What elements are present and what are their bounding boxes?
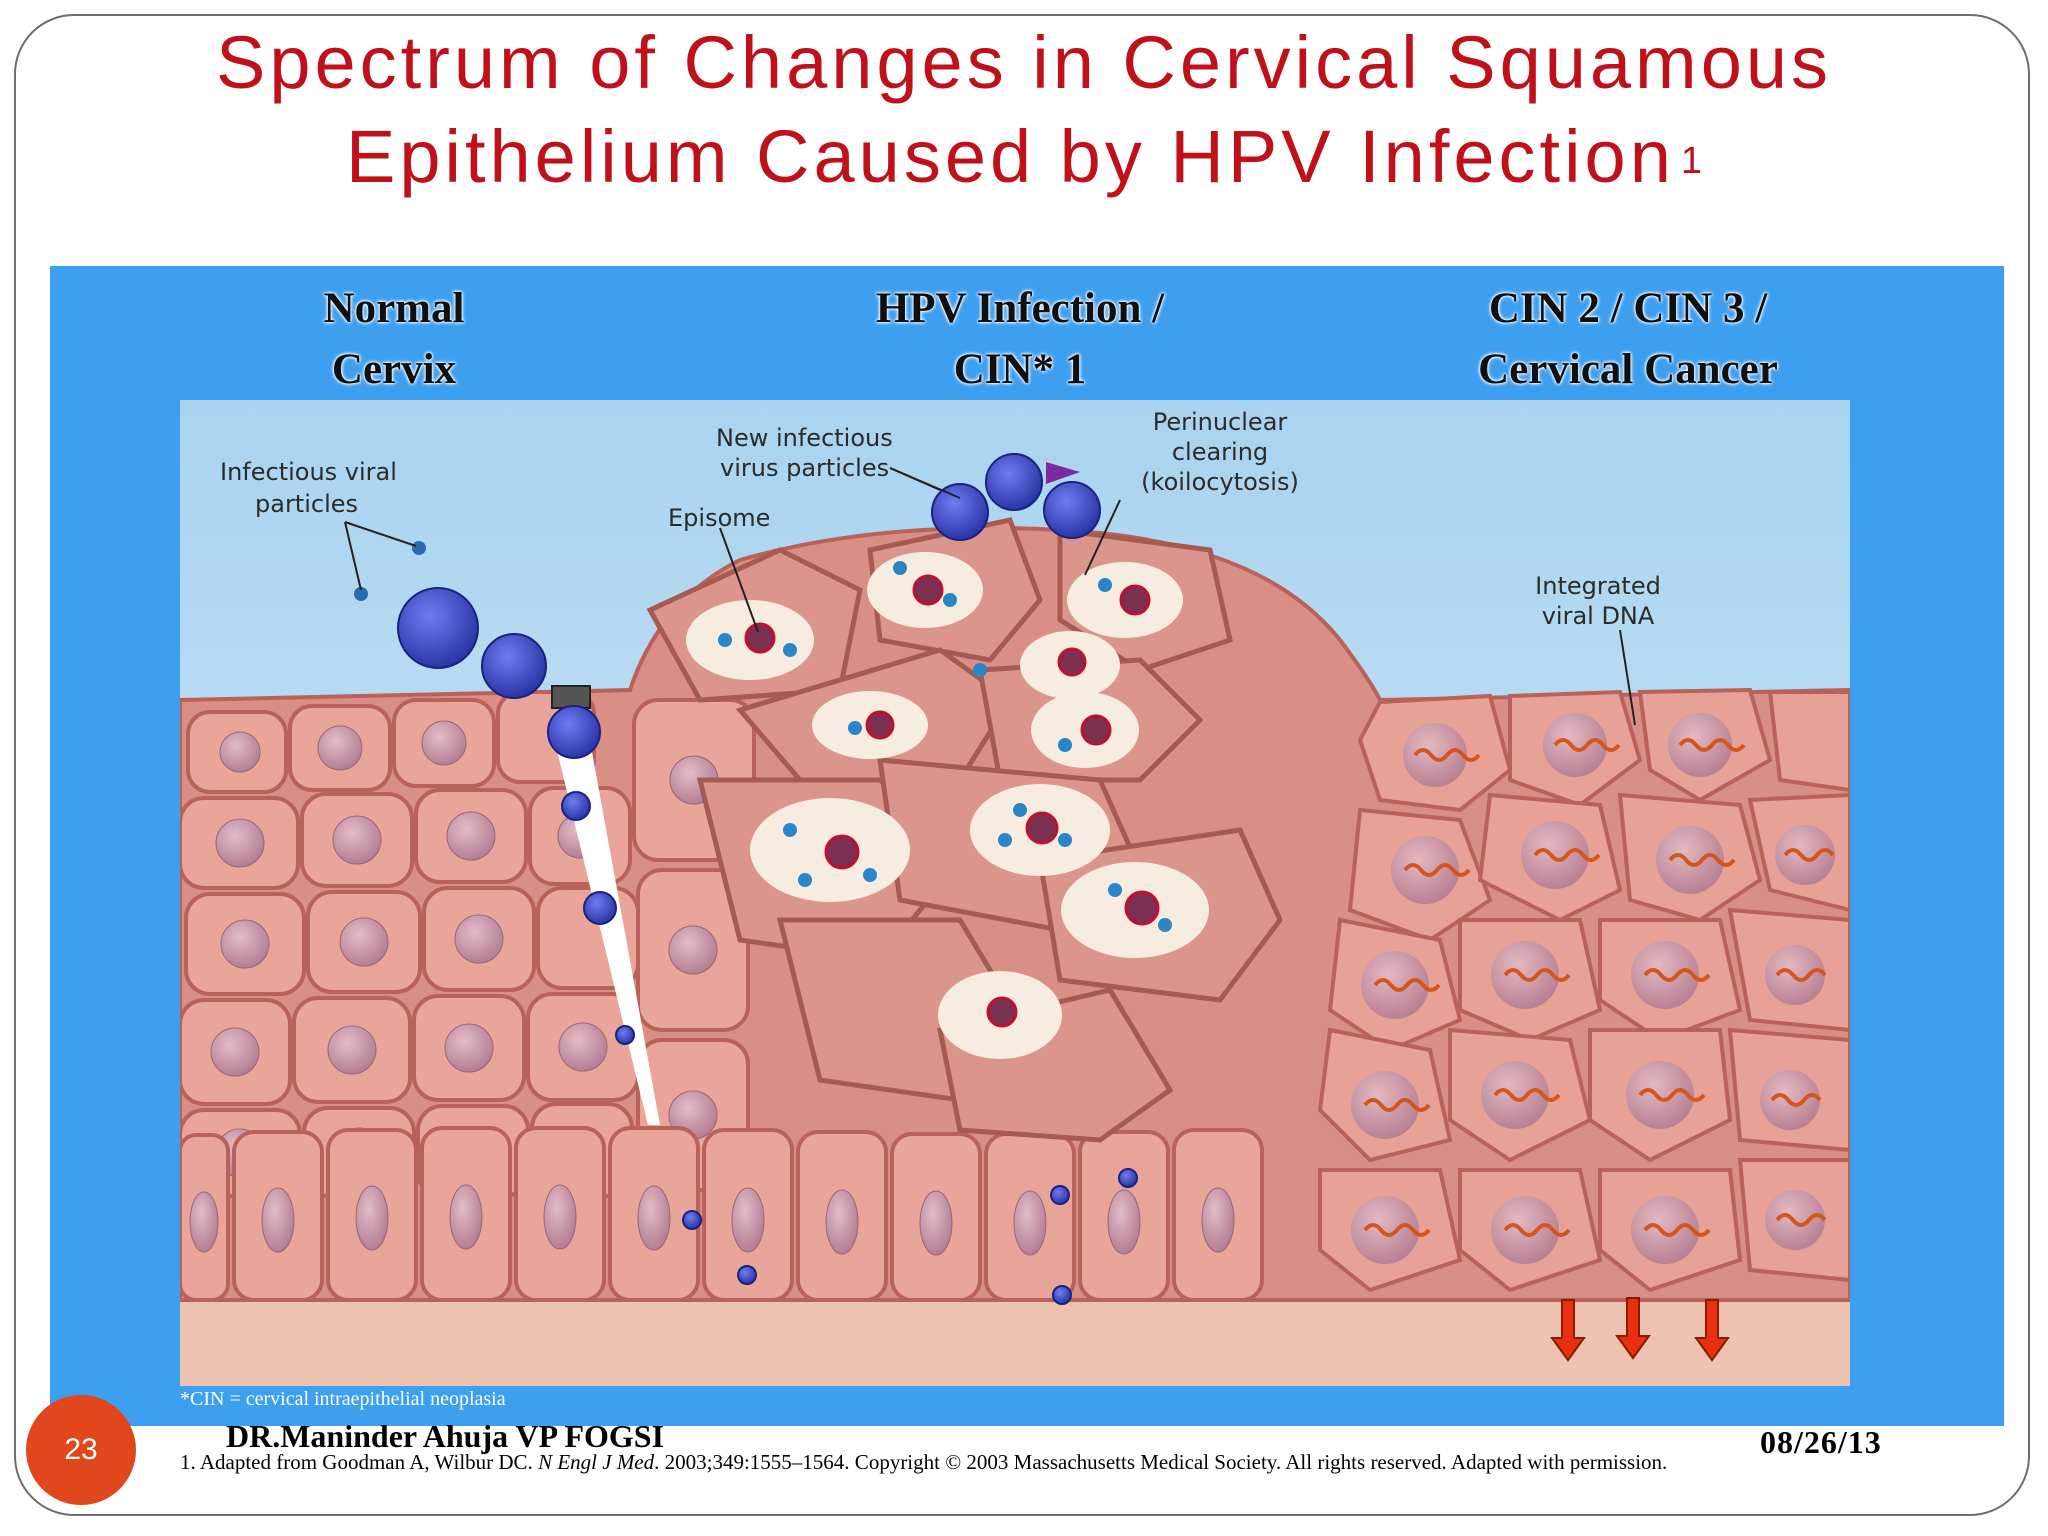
cin-footnote: *CIN = cervical intraepithelial neoplasi… [180, 1388, 506, 1410]
leader-lines [344, 467, 1636, 726]
label-infectious-line1: Infectious viral [220, 458, 397, 486]
wound-entry [551, 685, 591, 709]
column-heading-cancer: CIN 2 / CIN 3 / Cervical Cancer [1368, 278, 1888, 400]
label-infectious-line2: particles [255, 490, 358, 518]
viral-particles-small [354, 541, 426, 601]
virus-particle-icon [397, 453, 1138, 1305]
label-perinuclear-line2: clearing [1172, 438, 1268, 466]
label-perinuclear-line1: Perinuclear [1153, 408, 1288, 436]
title-text-1: Spectrum of Changes in Cervical Squamous [215, 21, 1833, 104]
stroma [180, 1300, 1850, 1386]
release-arrow-icon [1046, 462, 1080, 484]
episome-dots [718, 561, 1172, 932]
label-perinuclear-line3: (koilocytosis) [1141, 468, 1299, 496]
column-heading-line: HPV Infection / [875, 285, 1165, 332]
slide-title-line1: Spectrum of Changes in Cervical Squamous [0, 18, 2048, 108]
column-heading-line: Cervical Cancer [1478, 346, 1778, 393]
down-arrow-icon [1550, 1297, 1730, 1362]
epithelium-illustration: Infectious viral particles New infectiou… [180, 400, 1850, 1386]
page-number-badge: 23 [26, 1395, 136, 1505]
column-heading-normal: Normal Cervix [134, 278, 654, 400]
dna-helix-icon [1363, 738, 1835, 1237]
author-credit: DR.Maninder Ahuja VP FOGSI [226, 1418, 665, 1454]
citation-text: 1. Adapted from Goodman A, Wilbur DC. [180, 1450, 539, 1474]
column-heading-line: Cervix [331, 346, 457, 393]
dysplastic-nuclei [1351, 713, 1835, 1264]
koilocyte-nuclei [744, 574, 1160, 1028]
basal-nuclei [189, 1184, 1235, 1256]
column-heading-hpv: HPV Infection / CIN* 1 [760, 278, 1280, 400]
label-episome: Episome [668, 504, 770, 532]
page-number: 23 [64, 1433, 98, 1466]
label-new-infectious-line2: virus particles [720, 454, 889, 482]
column-heading-line: CIN 2 / CIN 3 / [1488, 285, 1768, 332]
citation-journal: N Engl J Med [538, 1450, 655, 1474]
microabrasion [552, 730, 660, 1125]
label-integrated-line1: Integrated [1535, 572, 1661, 600]
citation: 1. Adapted from Goodman A, Wilbur DC. N … [180, 1450, 1820, 1475]
title-superscript: 1 [1680, 140, 1702, 182]
citation-text: . 2003;349:1555–1564. Copyright © 2003 M… [654, 1450, 1668, 1474]
column-heading-line: Normal [323, 285, 465, 332]
label-new-infectious-line1: New infectious [716, 424, 893, 452]
column-heading-line: CIN* 1 [953, 346, 1087, 393]
slide-date: 08/26/13 [1760, 1424, 1882, 1460]
label-integrated-line2: viral DNA [1542, 602, 1655, 630]
title-text-2: Epithelium Caused by HPV Infection [346, 115, 1675, 198]
basal-layer [180, 1126, 1264, 1302]
